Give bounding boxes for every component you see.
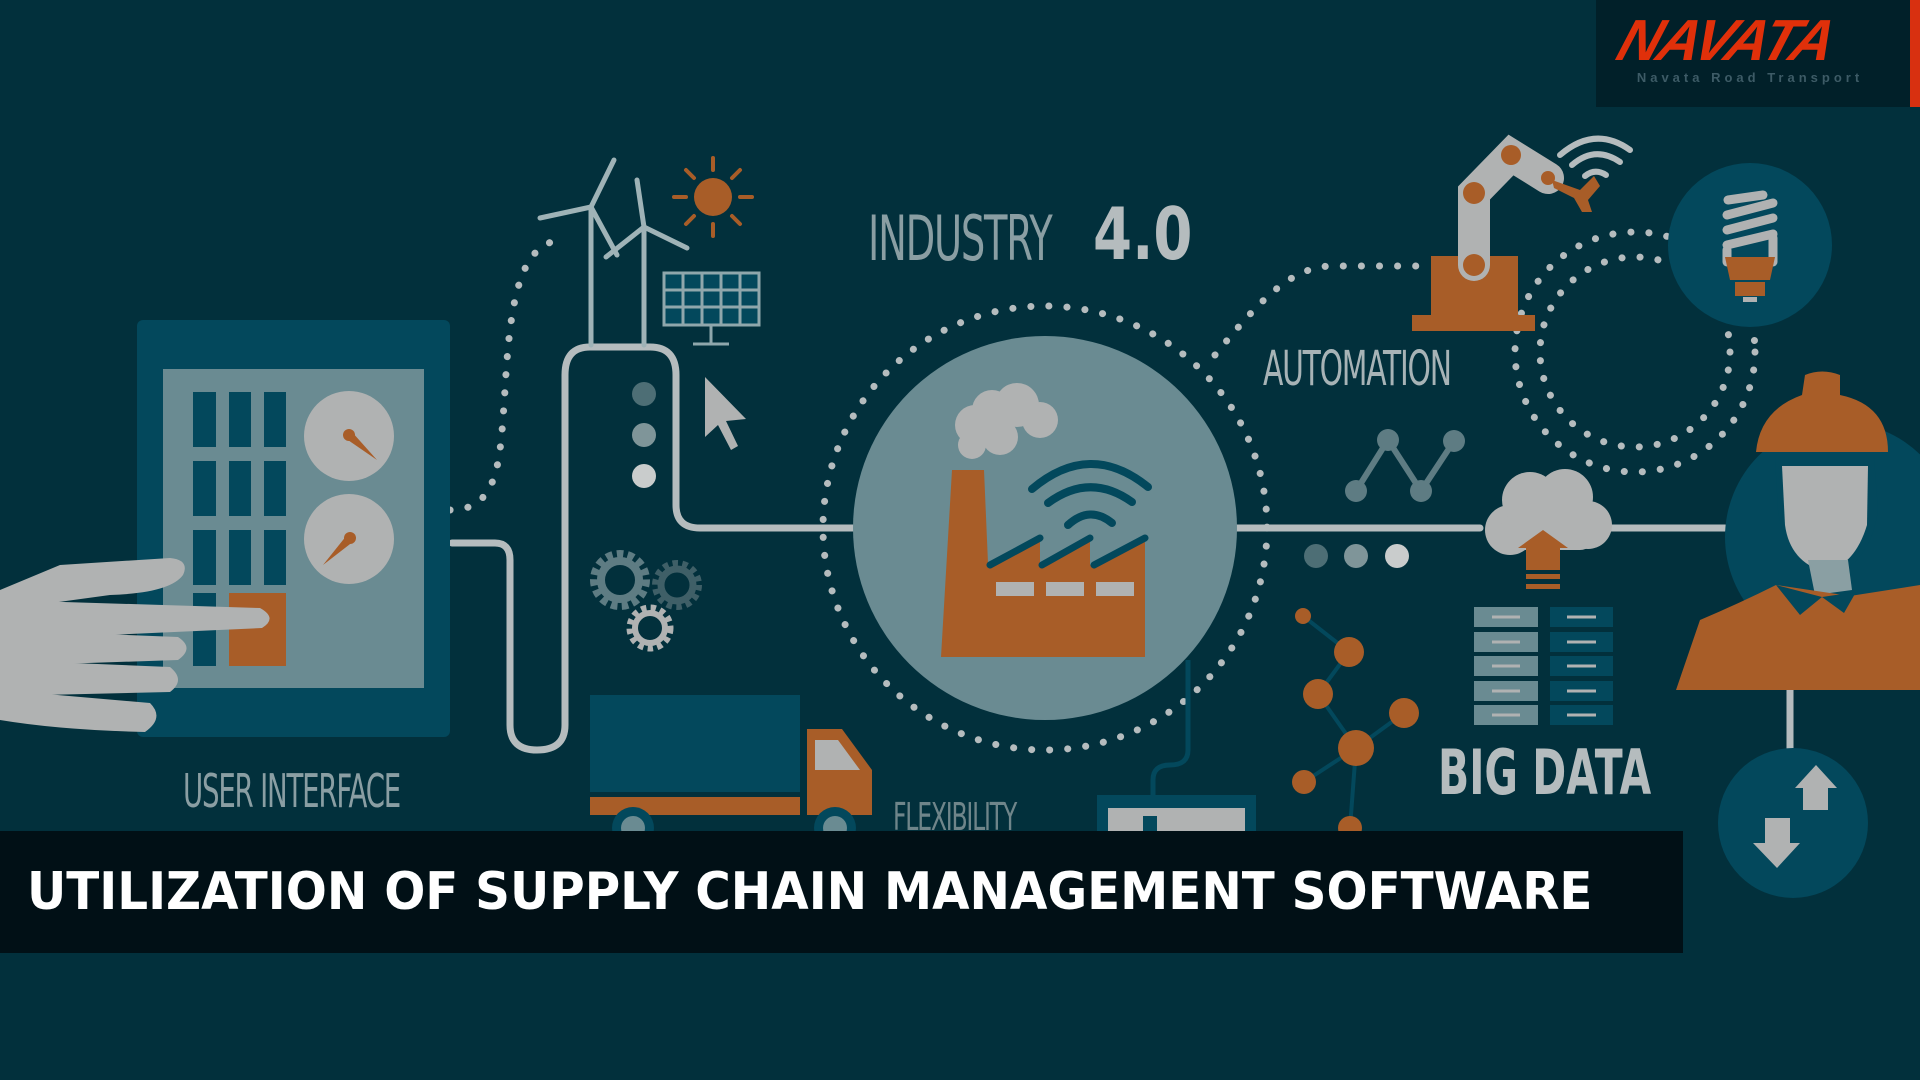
wind-turbine-icon — [537, 157, 690, 348]
tablet-orange-button — [229, 593, 286, 666]
transfer-arrows-icon — [1718, 748, 1868, 898]
cloud-upload-icon — [1485, 469, 1612, 589]
industry-heading: INDUSTRY — [868, 202, 1053, 275]
printer-cable — [1150, 660, 1191, 800]
truck-icon — [590, 695, 872, 849]
robot-arm-icon — [1412, 134, 1600, 331]
line-graph-icon — [1345, 429, 1465, 502]
solar-panel-icon — [662, 271, 761, 346]
worker-icon — [1676, 371, 1920, 690]
flexibility-label: FLEXIBILITY — [893, 795, 1017, 839]
lightbulb-icon — [1668, 163, 1832, 327]
page-title: UTILIZATION OF SUPPLY CHAIN MANAGEMENT S… — [27, 862, 1593, 922]
navata-logo: NAVATA — [1609, 8, 1844, 73]
logo-tagline: Navata Road Transport — [1636, 70, 1864, 85]
sun-icon — [672, 156, 754, 238]
factory-icon — [853, 336, 1237, 720]
industry-version: 4.0 — [1093, 192, 1193, 276]
automation-label: AUTOMATION — [1263, 341, 1452, 397]
title-banner: UTILIZATION OF SUPPLY CHAIN MANAGEMENT S… — [0, 831, 1683, 953]
gears-icon — [590, 550, 702, 652]
molecule-network-icon — [1292, 608, 1419, 840]
server-icon — [1474, 607, 1613, 725]
tablet-icon — [137, 320, 450, 737]
logo-container — [1596, 0, 1910, 107]
hand-icon — [0, 558, 270, 732]
cursor-icon — [705, 377, 746, 450]
logo-accent-bar — [1910, 0, 1920, 107]
big-data-label: BIG DATA — [1438, 736, 1652, 809]
pipe-connectors — [448, 343, 1794, 754]
progress-dots — [1304, 544, 1409, 568]
wifi-icon — [1028, 460, 1152, 529]
robot-wifi-icon — [1557, 135, 1633, 179]
user-interface-label: USER INTERFACE — [183, 764, 401, 818]
status-dots — [632, 382, 656, 488]
